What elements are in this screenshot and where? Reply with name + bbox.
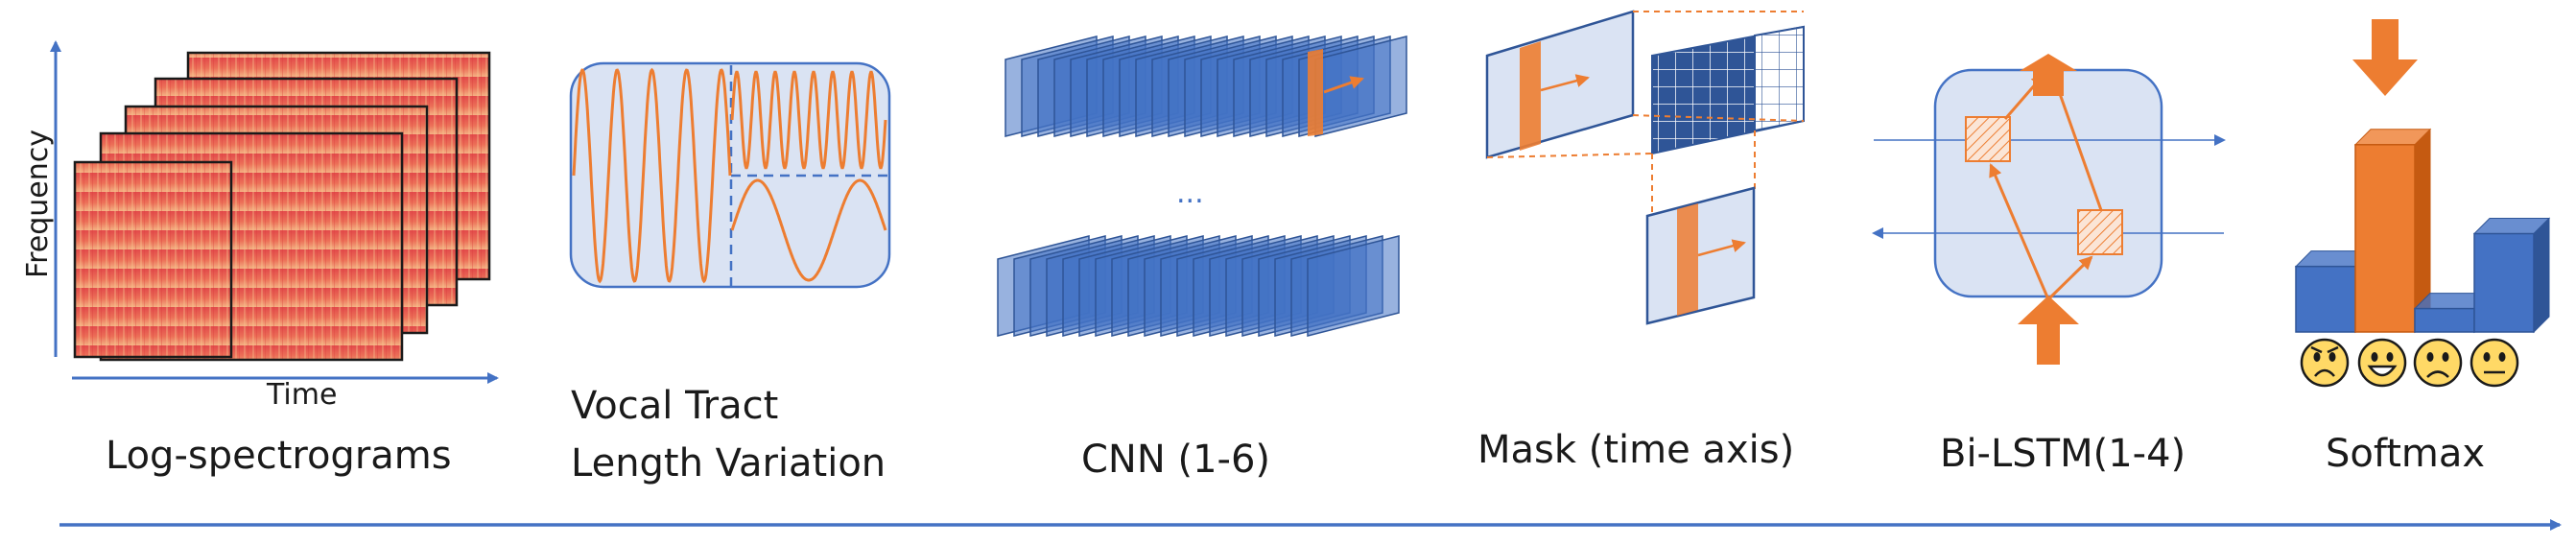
bilstm-output-arrow bbox=[2020, 54, 2077, 96]
softmax-bar-2 bbox=[2354, 144, 2416, 333]
softmax-bar-3 bbox=[2414, 307, 2475, 333]
mask-input-strip bbox=[1520, 41, 1541, 151]
spectrogram-axes bbox=[50, 40, 499, 384]
softmax-bar-side-4 bbox=[2533, 217, 2550, 334]
cnn-kernel-strip bbox=[1308, 49, 1323, 136]
cnn-kernel bbox=[1308, 49, 1364, 136]
bilstm-forward-cell bbox=[1965, 116, 2011, 162]
cnn-kernel-arrow bbox=[1323, 76, 1364, 94]
sad-face-icon bbox=[2413, 338, 2463, 388]
stage-label-vtlp-line1: Vocal Tract bbox=[571, 384, 779, 428]
time-axis-label: Time bbox=[267, 378, 338, 412]
mask-grid-masked bbox=[1754, 25, 1805, 132]
cnn-bottom-layer-20 bbox=[1307, 235, 1400, 337]
softmax-bar-1 bbox=[2295, 265, 2356, 333]
stage-label-softmax: Softmax bbox=[2326, 432, 2486, 476]
spectrogram-stack bbox=[73, 51, 491, 362]
vtlp-wave-compressed bbox=[730, 70, 887, 170]
stage-label-mask: Mask (time axis) bbox=[1477, 428, 1795, 472]
mask-panel bbox=[1485, 10, 1805, 325]
bilstm-flow-4 bbox=[2050, 73, 2103, 211]
mask-projection-line-2 bbox=[1632, 114, 1805, 122]
mask-output-strip bbox=[1677, 203, 1698, 316]
cnn-layer-stack-top bbox=[1004, 36, 1407, 137]
stage-label-vtlp-line2: Length Variation bbox=[571, 441, 886, 486]
cnn-ellipsis: ... bbox=[1176, 177, 1204, 210]
neutral-face-icon bbox=[2470, 338, 2519, 388]
vtlp-wave-stretched bbox=[730, 178, 887, 282]
softmax-input-arrow bbox=[2352, 19, 2418, 96]
vtlp-wave-original bbox=[572, 67, 732, 284]
softmax-bars bbox=[2294, 128, 2551, 334]
mask-input-arrow bbox=[1540, 74, 1590, 92]
bilstm-box bbox=[1933, 68, 2163, 298]
happy-face-icon bbox=[2357, 338, 2407, 388]
stage-label-cnn: CNN (1-6) bbox=[1081, 438, 1271, 482]
mask-output-arrow bbox=[1697, 239, 1746, 257]
bilstm-backward-cell bbox=[2077, 209, 2123, 255]
frequency-axis-label: Frequency bbox=[21, 130, 55, 278]
bilstm-flow-3 bbox=[2046, 255, 2093, 301]
softmax-faces bbox=[2300, 338, 2519, 388]
vtlp-panel bbox=[569, 61, 891, 289]
bilstm-flow-1 bbox=[1989, 163, 2050, 300]
softmax-bar-4 bbox=[2473, 232, 2535, 333]
softmax-panel bbox=[2294, 19, 2551, 388]
mask-projection-line-3 bbox=[1486, 153, 1653, 158]
stage-label-log-spectrograms: Log-spectrograms bbox=[106, 434, 452, 478]
angry-face-icon bbox=[2300, 338, 2350, 388]
bilstm-input-arrow bbox=[2018, 296, 2079, 365]
cnn-layer-stack-bottom bbox=[997, 235, 1400, 337]
spectrogram-frame-1 bbox=[73, 160, 233, 359]
stage-label-bilstm: Bi-LSTM(1-4) bbox=[1940, 432, 2186, 476]
bilstm-panel bbox=[1872, 54, 2226, 365]
